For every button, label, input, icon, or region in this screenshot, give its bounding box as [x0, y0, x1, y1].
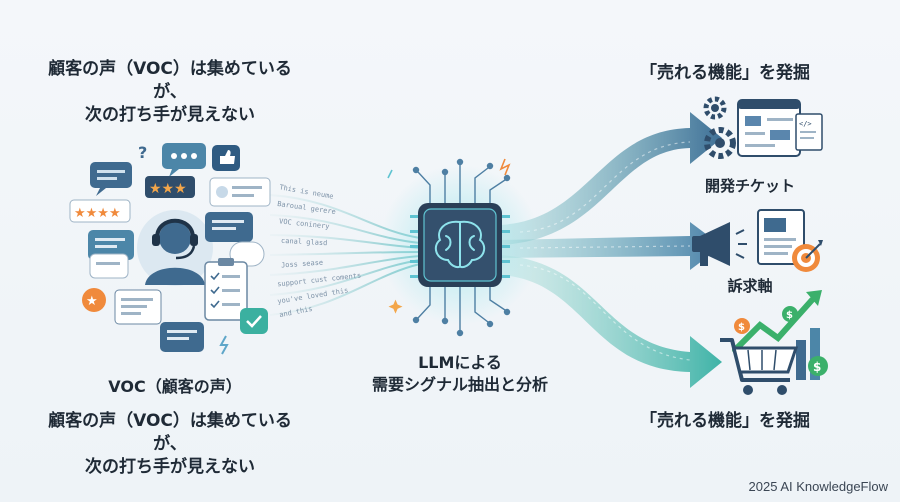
left-heading-line2: 次の打ち手が見えない: [85, 104, 255, 125]
left-heading-line1: 顧客の声（VOC）は集めているが、: [48, 59, 292, 102]
spark-icon: [219, 335, 229, 355]
brain-chip-icon: [380, 158, 540, 337]
output-label-appeal-axis: 訴求軸: [727, 277, 773, 295]
output-label-dev-ticket: 開発チケット: [704, 177, 795, 195]
voc-cluster: ? ★★★ ★★★★: [69, 143, 271, 355]
headset-agent-icon: [137, 210, 213, 286]
svg-text:</>: </>: [799, 120, 812, 128]
right-footer-heading: 「売れる機能」を発掘: [640, 411, 810, 431]
dollar-icon: $ $ $: [734, 306, 828, 376]
star-rating-icon: ★★★★: [69, 199, 131, 223]
arrow-middle: [500, 222, 722, 270]
left-subtext-line2: 次の打ち手が見えない: [85, 456, 255, 477]
left-subtext-line1: 顧客の声（VOC）は集めているが、: [48, 411, 292, 454]
svg-text:$: $: [786, 310, 793, 321]
stream-snippet: support cust coments: [276, 271, 362, 289]
stream-snippet: you've loved this: [276, 286, 349, 306]
stream-snippet: Baroual gerere: [276, 199, 337, 217]
gear-icon: [703, 96, 736, 159]
document-icon: [757, 209, 805, 265]
data-stream: [269, 194, 421, 316]
chat-bubble-icon: [162, 143, 206, 177]
chat-bubble-icon: [209, 177, 271, 207]
svg-text:★: ★: [86, 294, 98, 309]
check-badge-icon: [240, 308, 268, 334]
stream-snippets: This is neume Baroual gerere VOC coniner…: [275, 183, 385, 328]
voc-label: VOC（顧客の声）: [108, 377, 242, 396]
chat-bubble-icon: [90, 162, 132, 196]
svg-text:★★★: ★★★: [149, 181, 187, 197]
center-caption-line2: 需要シグナル抽出と分析: [371, 374, 548, 394]
right-heading: 「売れる機能」を発掘: [640, 63, 810, 83]
left-subtext: 顧客の声（VOC）は集めているが、 次の打ち手が見えない: [40, 410, 300, 479]
chat-bubble-icon: [88, 230, 134, 260]
checklist-icon: [204, 258, 248, 321]
stream-snippet: canal glasd: [280, 236, 328, 248]
left-heading: 顧客の声（VOC）は集めているが、 次の打ち手が見えない: [40, 58, 300, 127]
center-caption-line1: LLMによる: [418, 353, 502, 372]
chat-bubble-icon: [160, 322, 204, 352]
star-rating-icon: ★★★: [145, 176, 195, 198]
code-window-icon: </>: [737, 99, 823, 157]
megaphone-icon: [692, 222, 747, 266]
chat-bubble-icon: [114, 289, 162, 325]
svg-text:$: $: [813, 360, 821, 374]
copyright: 2025 AI KnowledgeFlow: [748, 479, 888, 494]
stream-snippet: Joss sease: [280, 258, 324, 270]
svg-text:?: ?: [138, 143, 147, 162]
svg-text:$: $: [738, 322, 745, 333]
svg-text:★★★★: ★★★★: [74, 206, 121, 221]
arrow-top: [500, 112, 722, 245]
chat-bubble-icon: [89, 253, 129, 279]
shopping-cart-icon: [720, 338, 799, 395]
stream-snippet: VOC coninery: [278, 217, 330, 231]
center-caption: LLMによる 需要シグナル抽出と分析: [355, 352, 565, 395]
output-arrows: [500, 112, 722, 388]
thumbs-up-icon: [212, 145, 240, 171]
star-badge-icon: ★: [82, 288, 106, 312]
stream-snippet: and this: [278, 304, 314, 320]
target-icon: [792, 240, 823, 272]
